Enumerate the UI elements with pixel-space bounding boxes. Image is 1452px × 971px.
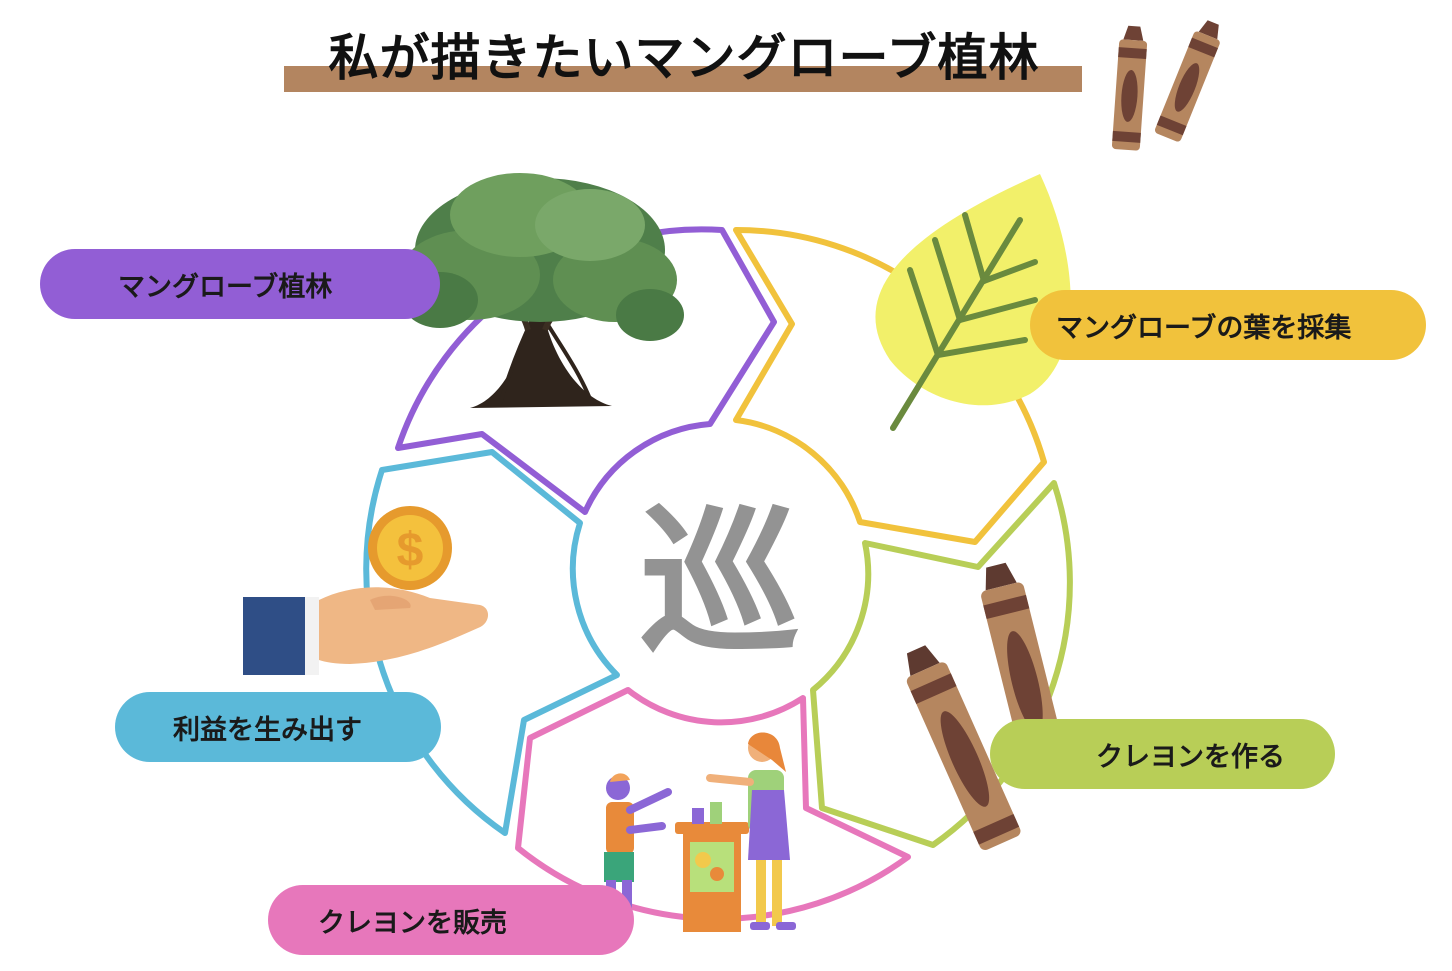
step-pill-make-crayons: クレヨンを作る bbox=[990, 719, 1335, 789]
step-pill-sell-crayons: クレヨンを販売 bbox=[268, 885, 634, 955]
step-label: マングローブの葉を採集 bbox=[1056, 312, 1352, 344]
segment-purple bbox=[395, 226, 777, 515]
step-label: 利益を生み出す bbox=[173, 714, 362, 746]
step-label: クレヨンを作る bbox=[1096, 741, 1285, 773]
step-label: クレヨンを販売 bbox=[318, 907, 507, 939]
crayons-icon bbox=[906, 562, 1068, 851]
page-title: 私が描きたいマングローブ植林 bbox=[328, 29, 1040, 87]
step-pill-profit: 利益を生み出す bbox=[115, 692, 441, 762]
mangrove-tree-icon bbox=[400, 173, 684, 408]
title-crayons-icon bbox=[1111, 20, 1220, 151]
title-block: 私が描きたいマングローブ植林 bbox=[284, 22, 1084, 94]
segment-yellow bbox=[733, 226, 1047, 545]
step-pill-mangrove-planting: マングローブ植林 bbox=[40, 249, 440, 319]
title-underline bbox=[284, 66, 1082, 92]
hand-coin-icon: $ bbox=[243, 506, 489, 675]
step-pill-leaf-harvest: マングローブの葉を採集 bbox=[1030, 290, 1426, 360]
step-label: マングローブ植林 bbox=[118, 271, 333, 303]
segment-pink bbox=[515, 687, 911, 922]
segment-green bbox=[810, 480, 1073, 848]
center-label: 巡 bbox=[639, 489, 800, 676]
svg-text:$: $ bbox=[397, 524, 424, 577]
leaf-icon bbox=[875, 174, 1071, 431]
shop-stall-icon bbox=[604, 732, 796, 932]
